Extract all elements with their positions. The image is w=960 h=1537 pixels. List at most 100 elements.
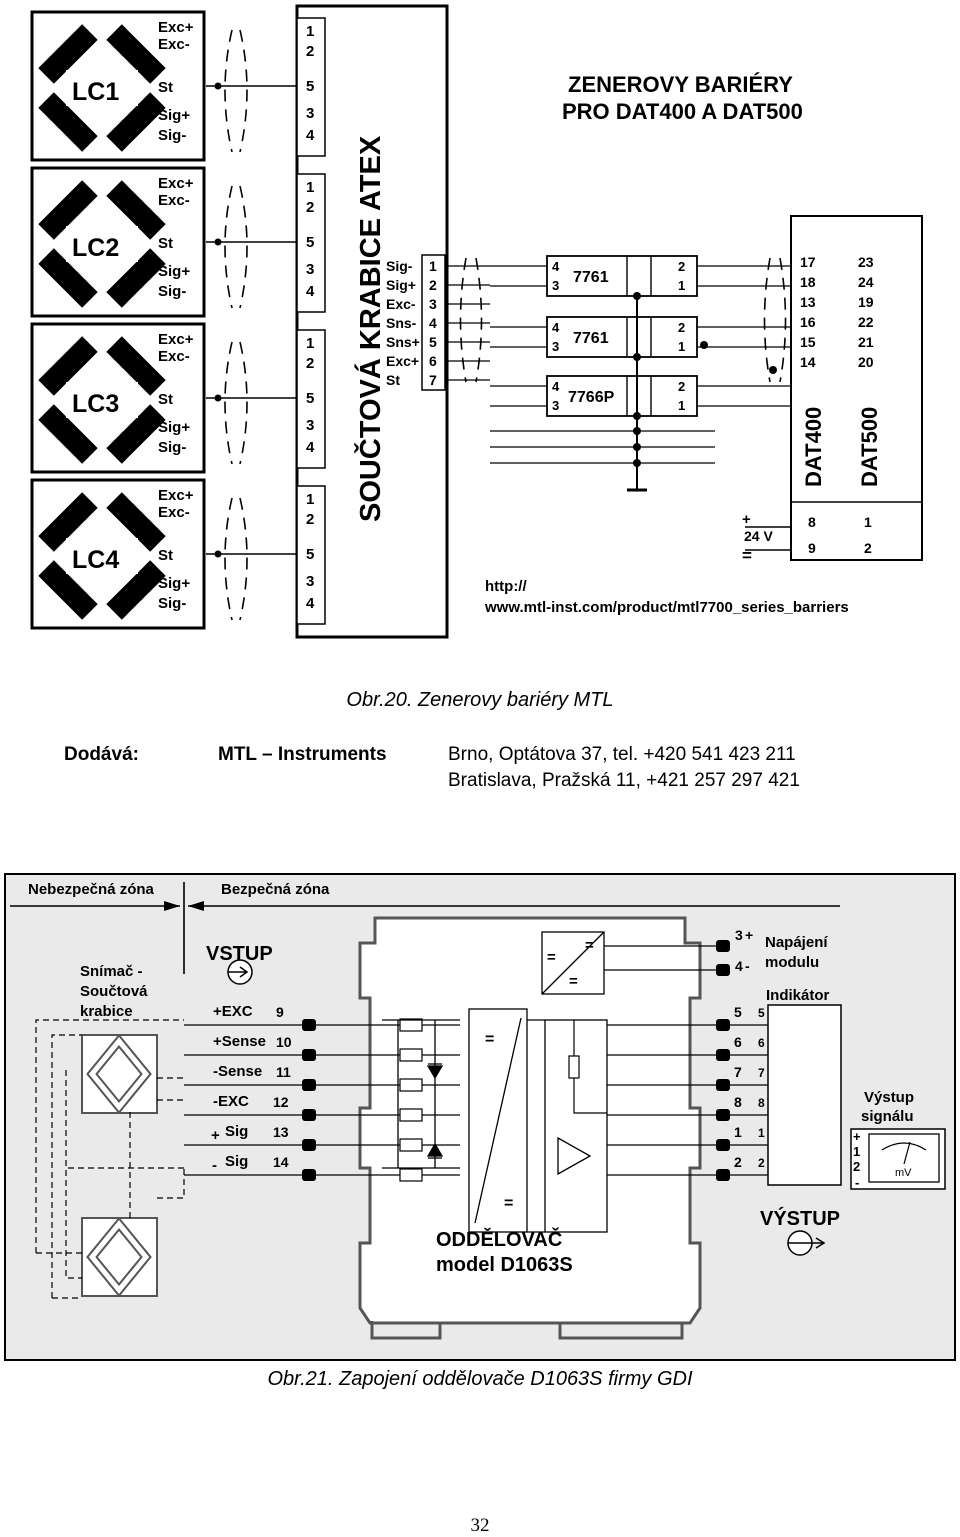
box-output-number: 1 bbox=[429, 258, 437, 274]
url-line2: www.mtl-inst.com/product/mtl7700_series_… bbox=[484, 599, 849, 616]
summing-box-terminal-number: 5 bbox=[306, 390, 314, 407]
box-output-number: 7 bbox=[429, 372, 437, 388]
caption-figure-20: Obr.20. Zenerovy bariéry MTL bbox=[346, 689, 614, 711]
millivolt-meter-icon: mV bbox=[868, 1133, 940, 1183]
input-label: Sig bbox=[225, 1153, 248, 1170]
dat400-terminal: 15 bbox=[800, 334, 816, 350]
safe-zone-label: Bezpečná zóna bbox=[221, 881, 330, 898]
summing-box-terminal-number: 4 bbox=[306, 595, 315, 612]
summing-box-terminal-number: 2 bbox=[306, 355, 314, 372]
input-label: Sig bbox=[225, 1123, 248, 1140]
power-voltage-label: 24 V bbox=[744, 528, 773, 544]
svg-text:Součtová: Součtová bbox=[80, 983, 148, 1000]
figure-21-isolator-diagram: Nebezpečná zóna Bezpečná zóna VSTUP Sním… bbox=[4, 873, 956, 1361]
load-cell-pin-label: Sig- bbox=[158, 127, 186, 144]
svg-text:4: 4 bbox=[735, 958, 743, 974]
power-converter-icon: = = = bbox=[541, 931, 690, 995]
dat400-terminal: 13 bbox=[800, 294, 816, 310]
load-cell-pin-label: Sig- bbox=[158, 439, 186, 456]
load-cell-pin-label: Sig+ bbox=[158, 107, 190, 124]
zener-barrier-module bbox=[546, 255, 698, 297]
box-output-number: 5 bbox=[429, 334, 437, 350]
output-title: VÝSTUP bbox=[760, 1206, 840, 1230]
zener-barrier-circuit bbox=[382, 1019, 460, 1169]
load-cell-name: LC2 bbox=[72, 234, 119, 262]
signal-output-title-1: Výstup bbox=[864, 1089, 914, 1106]
summing-box-terminal-number: 2 bbox=[306, 511, 314, 528]
svg-text:=: = bbox=[547, 949, 556, 966]
summing-box-terminal-number: 3 bbox=[306, 105, 314, 122]
svg-text:=: = bbox=[504, 1195, 513, 1212]
load-cell-pin-label: Exc+ bbox=[158, 19, 194, 36]
indicator-terminal-number: 7 bbox=[758, 1066, 765, 1080]
indicator-terminal-number: 6 bbox=[758, 1036, 765, 1050]
barrier-terminal: 2 bbox=[678, 320, 685, 335]
load-cell-pin-label: Sig+ bbox=[158, 419, 190, 436]
indicator-block bbox=[767, 1004, 842, 1186]
summing-box-terminal-number: 4 bbox=[306, 127, 315, 144]
signal-output-title-2: signálu bbox=[861, 1108, 914, 1125]
load-cell-sensor-icon bbox=[81, 1216, 158, 1298]
summing-box-terminal-number: 4 bbox=[306, 439, 315, 456]
signal-out-term-1: 1 bbox=[853, 1144, 860, 1159]
output-terminal-number: 8 bbox=[734, 1094, 742, 1110]
supplier-address-bratislava: Bratislava, Pražská 11, +421 257 297 421 bbox=[448, 770, 800, 791]
barrier-terminal: 2 bbox=[678, 259, 685, 274]
summing-box-terminal-number: 2 bbox=[306, 199, 314, 216]
input-sign: + bbox=[211, 1127, 220, 1144]
barrier-model: 7766P bbox=[568, 389, 615, 406]
indicator-terminal-number: 8 bbox=[758, 1096, 765, 1110]
power-plus-sign: + bbox=[742, 511, 751, 528]
indicator-terminal-number: 2 bbox=[758, 1156, 765, 1170]
load-cell-pin-label: Exc- bbox=[158, 192, 190, 209]
isolator-model: model D1063S bbox=[436, 1254, 573, 1276]
load-cell-group: LC1Exc+Exc-StSig+Sig-LC2Exc+Exc-StSig+Si… bbox=[30, 10, 297, 630]
supplier-address-brno: Brno, Optátova 37, tel. +420 541 423 211 bbox=[448, 744, 796, 765]
input-label: -EXC bbox=[213, 1093, 249, 1110]
barrier-terminal: 2 bbox=[678, 379, 685, 394]
summing-box-terminal-number: 3 bbox=[306, 417, 314, 434]
load-cell-pin-label: St bbox=[158, 79, 173, 96]
figure-20-barrier-diagram: ZENEROVY BARIÉRY PRO DAT400 A DAT500 LC1… bbox=[30, 4, 923, 639]
load-cell-pin-label: Exc+ bbox=[158, 331, 194, 348]
output-terminal-number: 7 bbox=[734, 1064, 742, 1080]
input-title: VSTUP bbox=[206, 943, 273, 965]
summing-box-terminal-number: 3 bbox=[306, 261, 314, 278]
box-output-signal: Sns+ bbox=[386, 334, 420, 350]
summing-box-terminal-number: 5 bbox=[306, 546, 314, 563]
load-cell-bridge-icon bbox=[38, 336, 166, 464]
amplifier-block bbox=[527, 1019, 608, 1233]
indicator-terminal-number: 5 bbox=[758, 1006, 765, 1020]
dat400-power-plus-term: 8 bbox=[808, 514, 816, 530]
svg-text:3: 3 bbox=[735, 927, 743, 943]
page-number: 32 bbox=[470, 1515, 490, 1536]
module-power-label-2: modulu bbox=[765, 954, 819, 971]
input-terminal-number: 9 bbox=[276, 1004, 284, 1020]
input-terminal-number: 11 bbox=[276, 1064, 291, 1080]
load-cell-name: LC3 bbox=[72, 390, 119, 418]
barrier-model: 7761 bbox=[573, 330, 609, 347]
summing-box-label: SOUČTOVÁ KRABICE ATEX bbox=[353, 135, 387, 522]
barrier-terminal: 1 bbox=[678, 278, 685, 293]
load-cell-bridge-icon bbox=[38, 24, 166, 152]
dat500-label: DAT500 bbox=[857, 407, 882, 487]
summing-box-terminal-number: 5 bbox=[306, 78, 314, 95]
module-power-label-1: Napájení bbox=[765, 934, 828, 951]
input-terminal-number: 10 bbox=[276, 1034, 292, 1050]
box-output-number: 4 bbox=[429, 315, 437, 331]
output-terminal-number: 2 bbox=[734, 1154, 742, 1170]
load-cell-pin-label: St bbox=[158, 235, 173, 252]
cable-bundle-ellipse bbox=[459, 257, 787, 383]
load-cell-name: LC1 bbox=[72, 78, 119, 106]
summing-box-terminal-number: 1 bbox=[306, 335, 314, 352]
barrier-terminal: 4 bbox=[552, 259, 560, 274]
summing-box-terminal-number: 1 bbox=[306, 23, 314, 40]
isolator-module-body bbox=[358, 916, 702, 1325]
url-line1: http:// bbox=[485, 578, 527, 595]
summing-box-terminal-number: 1 bbox=[306, 491, 314, 508]
svg-text:=: = bbox=[485, 1031, 494, 1048]
box-output-number: 3 bbox=[429, 296, 437, 312]
barrier-terminal: 3 bbox=[552, 398, 559, 413]
